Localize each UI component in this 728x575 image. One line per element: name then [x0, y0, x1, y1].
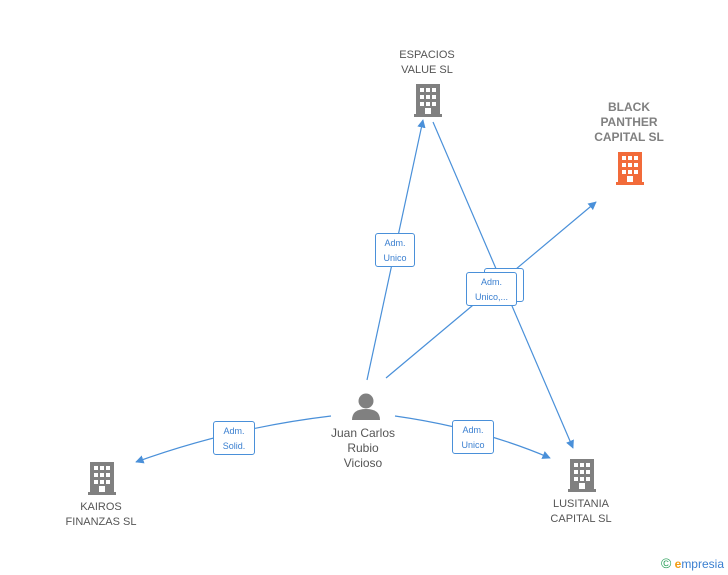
building-icon[interactable]	[616, 152, 644, 185]
brand-initial: e	[674, 557, 682, 571]
empresia-watermark: © empresia	[661, 555, 724, 571]
node-label-black-panther-capital[interactable]: BLACK PANTHER CAPITAL SL	[594, 100, 664, 144]
node-label-person[interactable]: Juan Carlos Rubio Vicioso	[330, 426, 396, 470]
node-label-lusitania-capital[interactable]: LUSITANIA CAPITAL SL	[550, 498, 612, 525]
building-icon[interactable]	[568, 459, 596, 492]
building-icon[interactable]	[414, 84, 442, 117]
edge-badge-to-espacios: Adm. Unico	[375, 233, 415, 267]
copyright-symbol: ©	[660, 555, 672, 571]
brand-name: mpresia	[681, 557, 724, 571]
edge-badge-to-lusitania: Adm. Unico	[452, 420, 494, 454]
node-label-espacios-value[interactable]: ESPACIOS VALUE SL	[399, 49, 455, 76]
node-label-kairos-finanzas[interactable]: KAIROS FINANZAS SL	[65, 501, 137, 528]
building-icon[interactable]	[88, 462, 116, 495]
edge-badge-to-multi: Adm. Unico,...	[466, 272, 517, 306]
edge-badge-to-kairos: Adm. Solid.	[213, 421, 255, 455]
person-icon[interactable]	[352, 393, 380, 421]
